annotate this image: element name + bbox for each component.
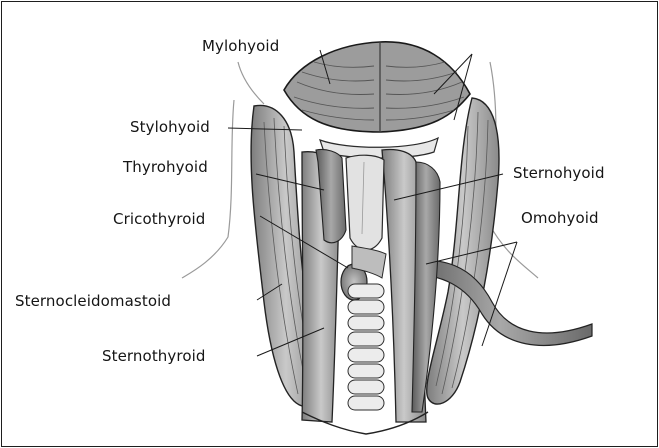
label-sternohyoid: Sternohyoid — [513, 164, 605, 182]
label-sternocleidomastoid: Sternocleidomastoid — [15, 292, 171, 310]
label-omohyoid: Omohyoid — [521, 209, 599, 227]
trachea — [348, 284, 384, 410]
label-sternothyroid: Sternothyroid — [102, 347, 206, 365]
label-thyrohyoid: Thyrohyoid — [123, 158, 208, 176]
label-stylohyoid: Stylohyoid — [130, 118, 210, 136]
label-mylohyoid: Mylohyoid — [202, 37, 279, 55]
thyroid-cartilage — [346, 155, 384, 250]
label-cricothyroid: Cricothyroid — [113, 210, 205, 228]
mylohyoid-muscle — [284, 42, 470, 132]
